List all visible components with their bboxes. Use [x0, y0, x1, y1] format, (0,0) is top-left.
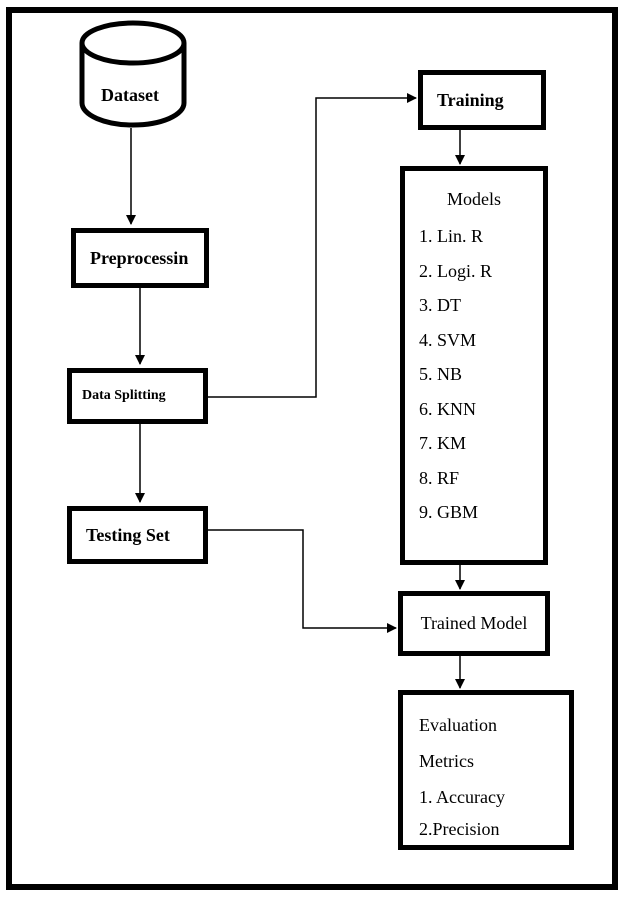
dataset-cylinder-icon	[79, 20, 187, 128]
dataset-label: Dataset	[101, 85, 159, 105]
model-item: 1. Lin. R	[419, 226, 484, 246]
evaluation-title-line1: Evaluation	[419, 715, 497, 735]
arrow-splitting-to-training	[207, 93, 417, 398]
evaluation-node: Evaluation Metrics 1. Accuracy 2.Precisi…	[398, 690, 574, 850]
arrow-testing-to-trained	[207, 529, 397, 633]
evaluation-title-line2: Metrics	[419, 751, 474, 771]
models-title: Models	[447, 189, 501, 209]
model-item: 5. NB	[419, 364, 463, 384]
testing-set-label: Testing Set	[86, 524, 170, 545]
metric-item: 2.Precision	[419, 819, 500, 839]
testing-set-node: Testing Set	[67, 506, 208, 564]
training-label: Training	[437, 89, 504, 110]
model-item: 7. KM	[419, 433, 467, 453]
model-item: 8. RF	[419, 468, 460, 488]
trained-model-label: Trained Model	[420, 613, 528, 633]
model-item: 3. DT	[419, 295, 461, 315]
data-splitting-node: Data Splitting	[67, 368, 208, 424]
model-item: 9. GBM	[419, 502, 479, 522]
model-item: 2. Logi. R	[419, 261, 493, 281]
preprocessing-node: Preprocessin	[71, 228, 209, 288]
metric-item: 1. Accuracy	[419, 787, 505, 807]
models-node: Models 1. Lin. R 2. Logi. R 3. DT 4. SVM…	[400, 166, 548, 565]
training-node: Training	[418, 70, 546, 130]
trained-model-node: Trained Model	[398, 591, 550, 656]
data-splitting-label: Data Splitting	[82, 388, 166, 403]
model-item: 4. SVM	[419, 330, 477, 350]
model-item: 6. KNN	[419, 399, 476, 419]
preprocessing-label: Preprocessin	[90, 247, 189, 268]
